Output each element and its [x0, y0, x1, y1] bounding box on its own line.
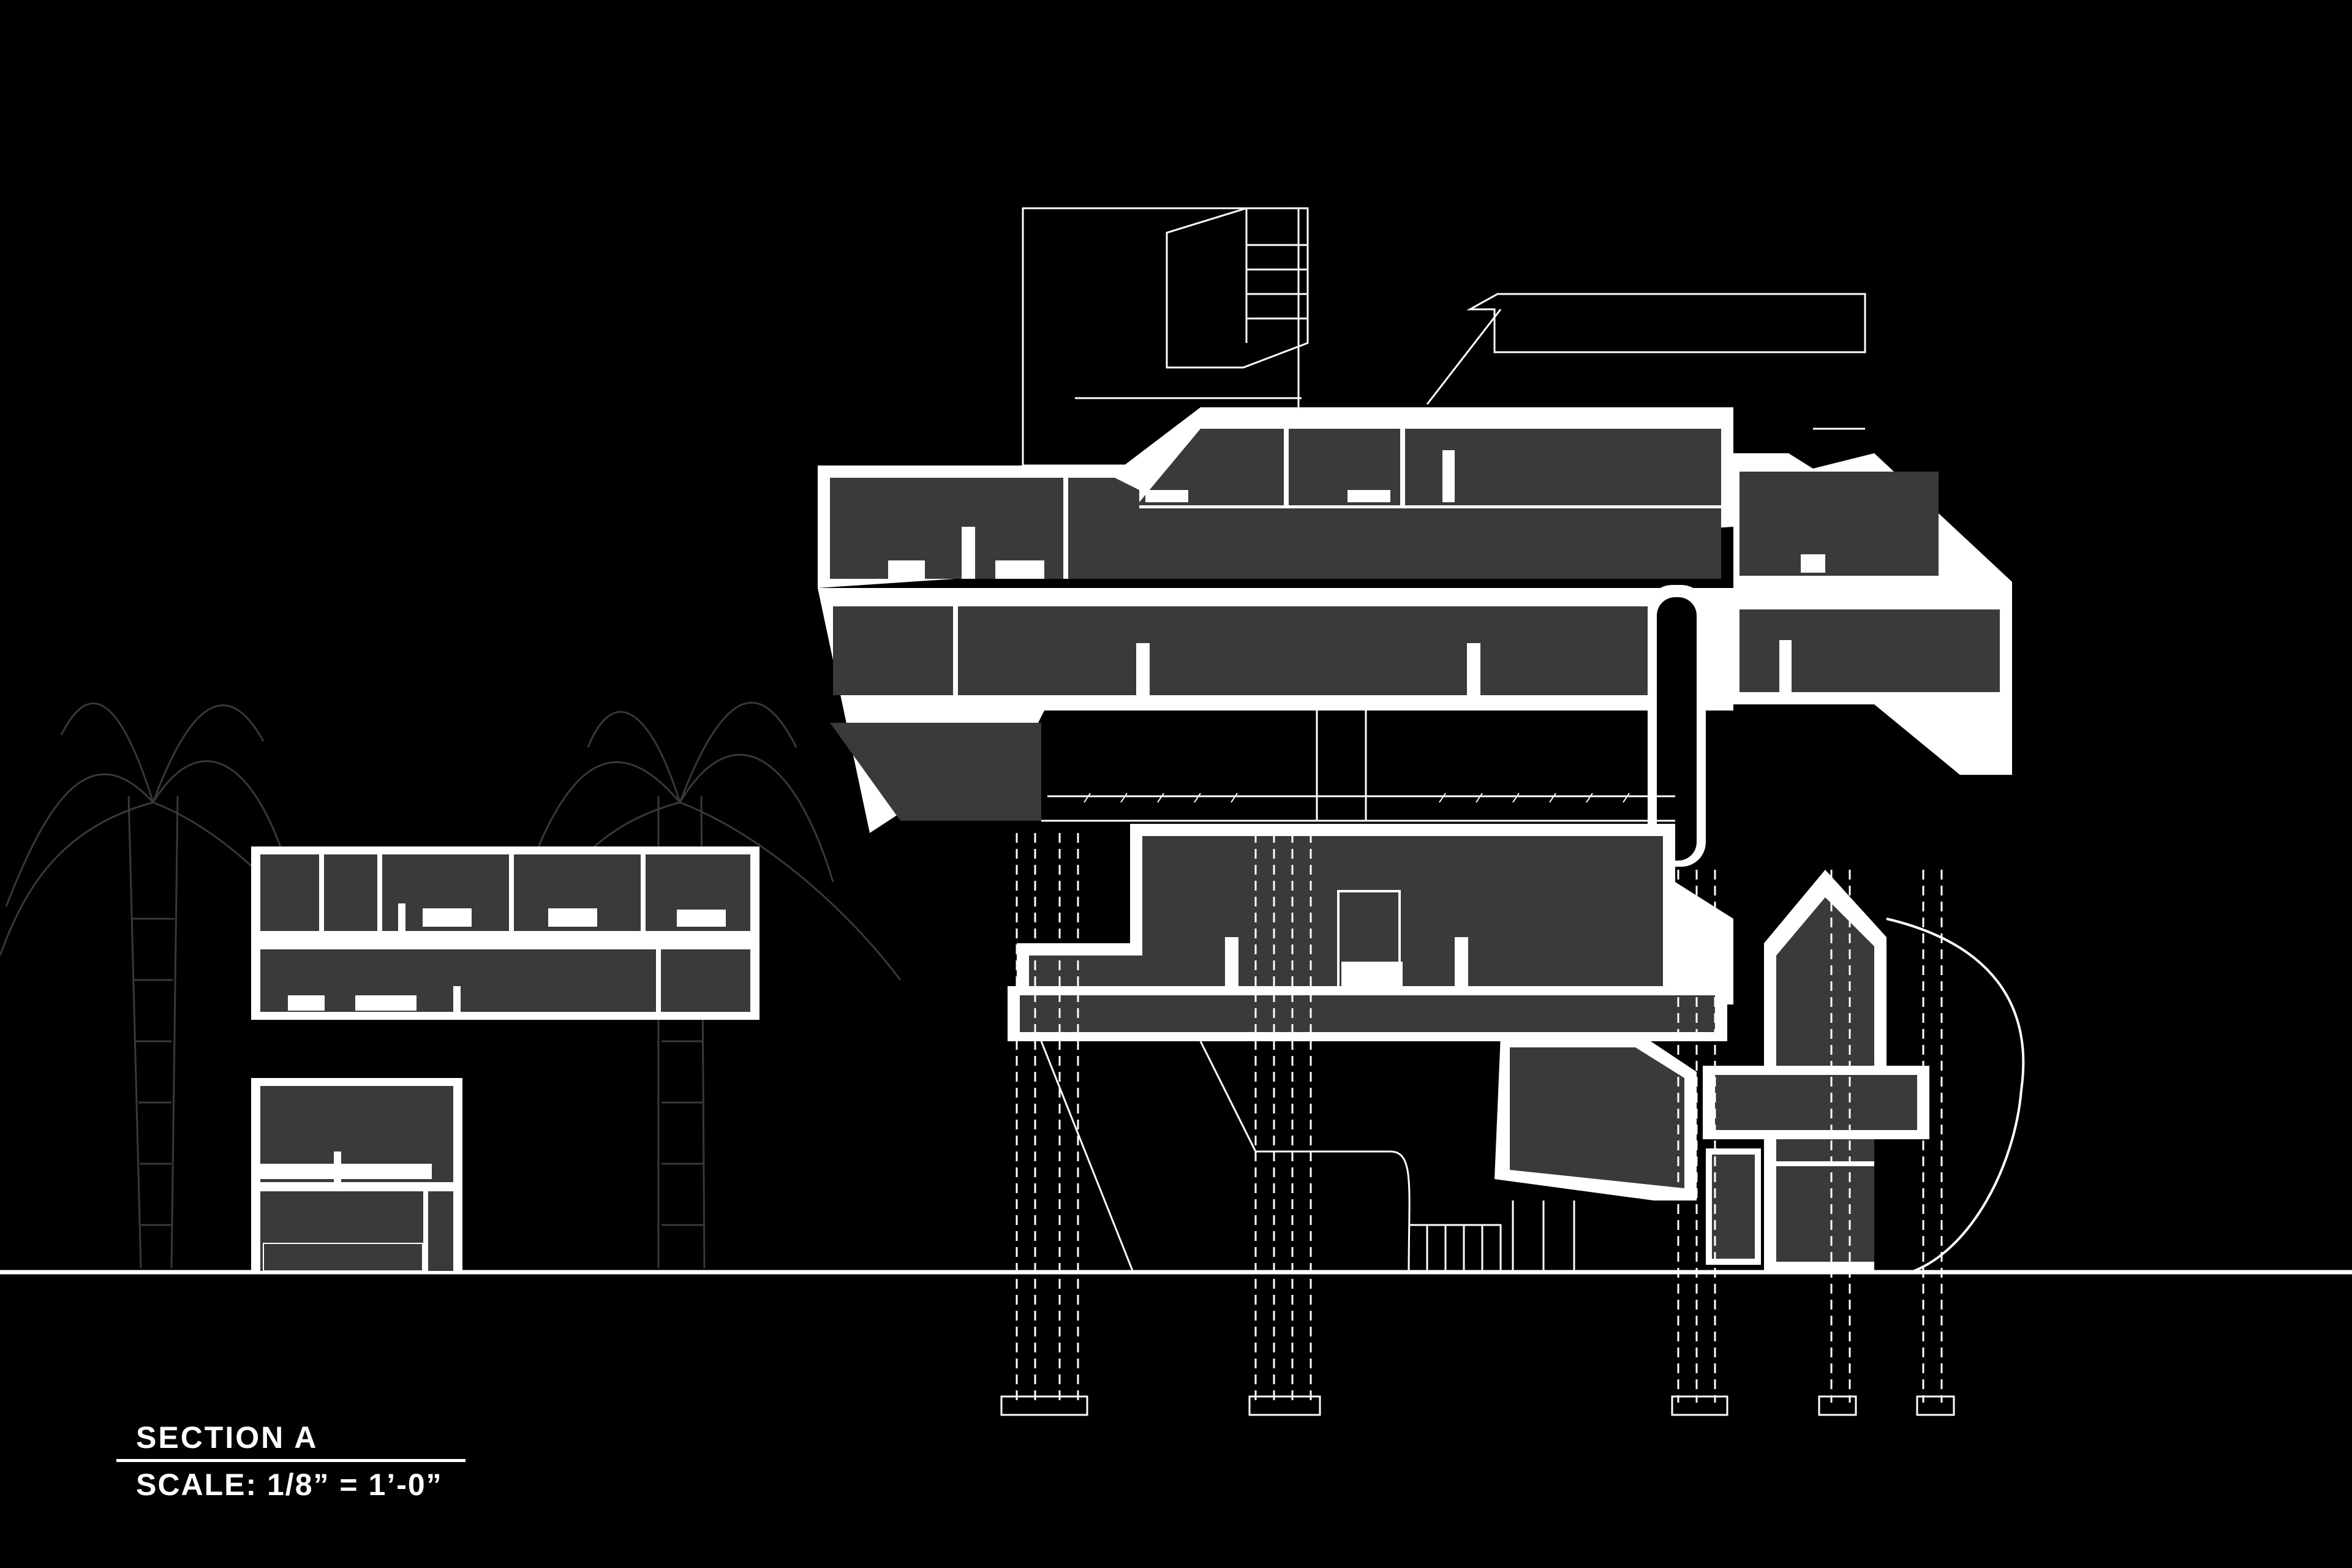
main-building-right-pod: [1703, 870, 1929, 1272]
palm-tree-left: [0, 703, 344, 1268]
main-building-floor2: [818, 588, 1733, 833]
small-building-lower: [251, 1078, 462, 1274]
lower-facade-lines: [1040, 710, 1675, 1273]
drawing-title: SECTION A: [136, 1420, 318, 1455]
main-building-middle: [1017, 824, 1733, 1005]
main-building-top: [818, 407, 1733, 588]
structure-columns: [1016, 833, 1943, 1403]
main-building-right-wing: [1703, 453, 2012, 775]
title-block: SECTION A SCALE: 1/8” = 1’-0”: [116, 1420, 466, 1502]
main-building-lower: [1008, 986, 1727, 1200]
drawing-scale: SCALE: 1/8” = 1’-0”: [136, 1468, 443, 1502]
small-building-upper: [251, 846, 760, 1020]
title-divider: [116, 1459, 466, 1462]
glass-panels: [1084, 793, 1630, 803]
curved-enclosure: [1886, 918, 2025, 1273]
footings: [1000, 1395, 1955, 1416]
